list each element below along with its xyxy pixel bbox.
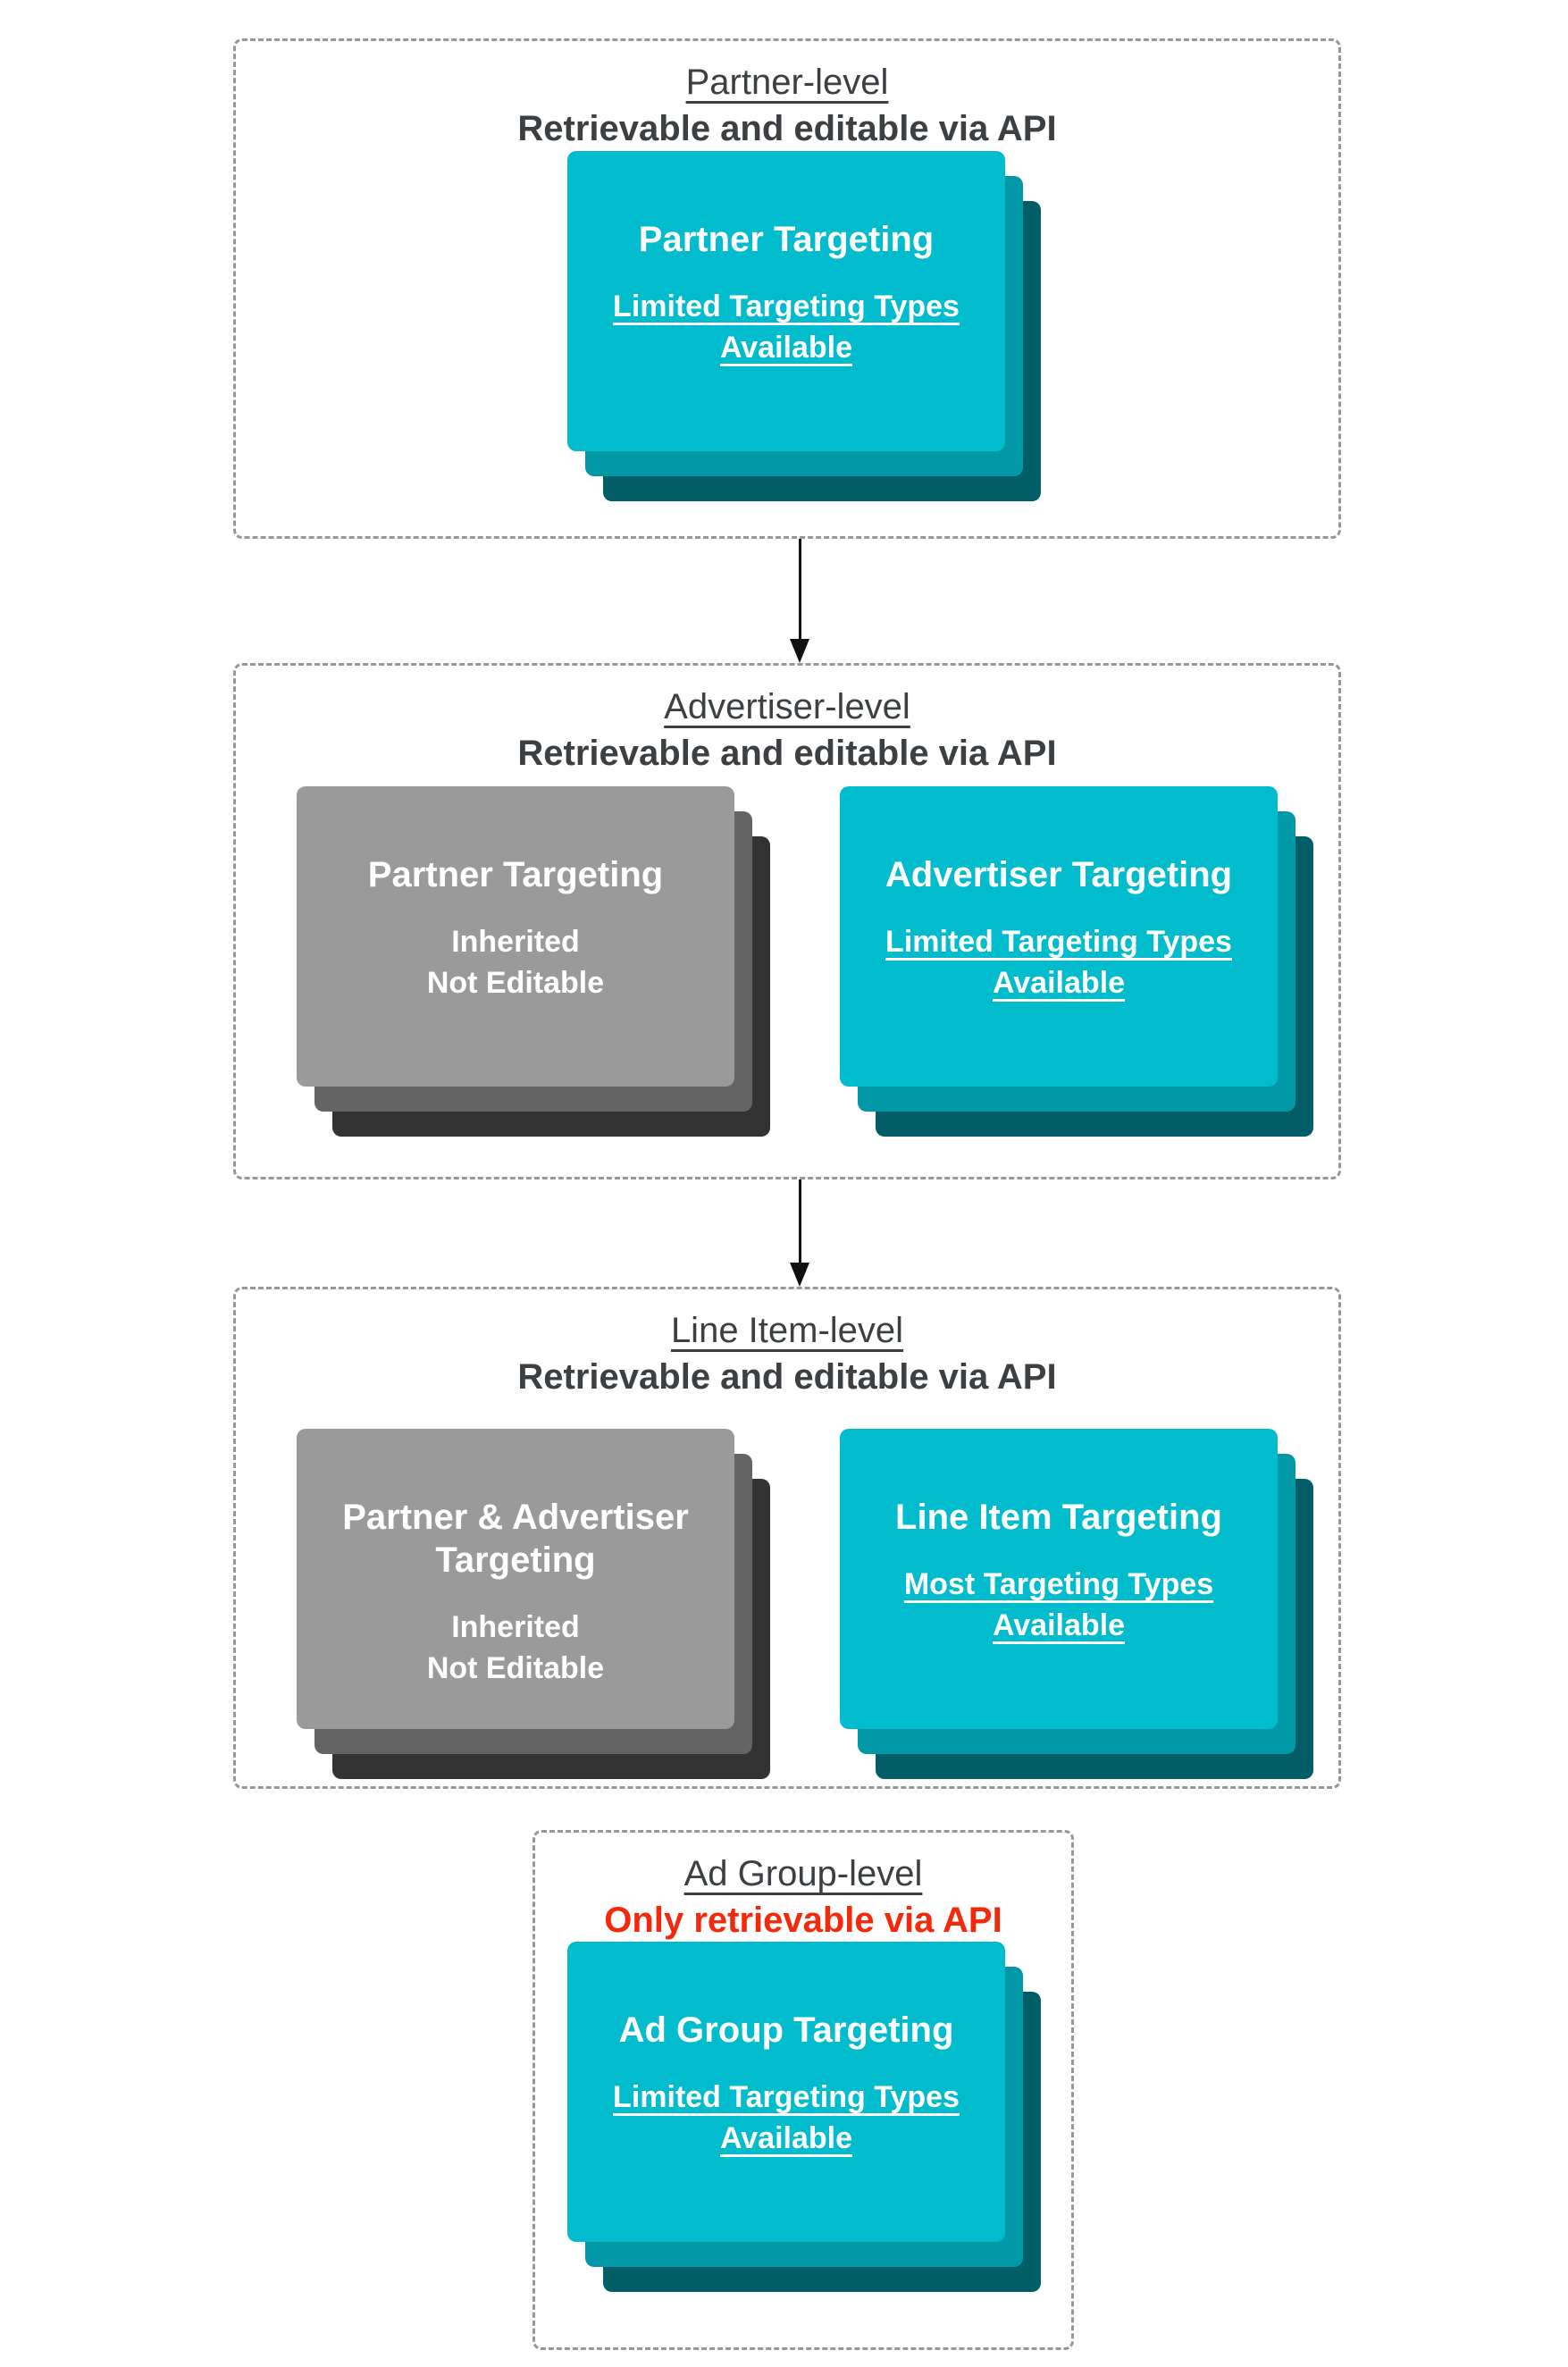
card-title-line: Advertiser Targeting <box>885 855 1233 894</box>
card-title: Partner Targeting <box>585 218 987 261</box>
card-title: Line Item Targeting <box>858 1496 1260 1539</box>
section-title-text: Ad Group-level <box>683 1854 923 1893</box>
card-title-line: Partner & Advertiser <box>342 1498 689 1537</box>
card-subtitle-line: Inherited <box>451 1610 580 1644</box>
card-title-line: Targeting <box>435 1540 596 1580</box>
card-title: Partner Targeting <box>314 853 717 896</box>
card-subtitle: Limited Targeting Types Available <box>858 921 1260 1003</box>
card-subtitle-line: Available <box>992 1608 1126 1642</box>
card-title: Advertiser Targeting <box>858 853 1260 896</box>
section-title: Line Item-level <box>236 1307 1338 1354</box>
arrow-shaft <box>798 539 801 639</box>
card-ad-group-targeting: Ad Group Targeting Limited Targeting Typ… <box>567 1942 1005 2242</box>
card-title-line: Partner Targeting <box>638 220 935 259</box>
card-stack-inherited-partner-targeting: Partner Targeting Inherited Not Editable <box>297 786 770 1137</box>
card-subtitle-line: Not Editable <box>426 966 605 1000</box>
card-subtitle: Inherited Not Editable <box>314 921 717 1003</box>
section-advertiser-level: Advertiser-level Retrievable and editabl… <box>233 663 1341 1179</box>
card-subtitle: Limited Targeting Types Available <box>585 286 987 368</box>
card-stack-inherited-partner-advertiser-targeting: Partner & Advertiser Targeting Inherited… <box>297 1429 770 1779</box>
card-title-line: Line Item Targeting <box>895 1498 1222 1537</box>
card-subtitle-line: Limited Targeting Types <box>885 925 1232 959</box>
card-partner-targeting-inherited: Partner Targeting Inherited Not Editable <box>297 786 734 1087</box>
card-stack-line-item-targeting: Line Item Targeting Most Targeting Types… <box>840 1429 1313 1779</box>
card-subtitle: Inherited Not Editable <box>314 1607 717 1689</box>
card-subtitle-line: Inherited <box>451 925 580 959</box>
card-subtitle-line: Not Editable <box>426 1651 605 1685</box>
card-advertiser-targeting: Advertiser Targeting Limited Targeting T… <box>840 786 1278 1087</box>
card-partner-targeting: Partner Targeting Limited Targeting Type… <box>567 151 1005 451</box>
section-title: Advertiser-level <box>236 684 1338 730</box>
section-title-text: Partner-level <box>685 63 889 102</box>
section-title-text: Line Item-level <box>670 1311 904 1350</box>
section-title: Partner-level <box>236 59 1338 105</box>
section-ad-group-level: Ad Group-level Only retrievable via API … <box>532 1830 1074 2350</box>
section-title: Ad Group-level <box>535 1851 1071 1897</box>
flow-down-arrow-icon <box>788 539 811 663</box>
card-subtitle: Most Targeting Types Available <box>858 1564 1260 1646</box>
card-line-item-targeting: Line Item Targeting Most Targeting Types… <box>840 1429 1278 1729</box>
card-subtitle-line: Available <box>992 966 1126 1000</box>
card-title-line: Partner Targeting <box>367 855 664 894</box>
section-subtitle: Only retrievable via API <box>604 1901 1002 1940</box>
card-subtitle-line: Limited Targeting Types <box>613 2080 960 2114</box>
card-title: Ad Group Targeting <box>585 2009 987 2052</box>
card-subtitle-line: Available <box>719 2121 853 2155</box>
card-stack-ad-group-targeting: Ad Group Targeting Limited Targeting Typ… <box>567 1942 1041 2292</box>
card-subtitle-line: Limited Targeting Types <box>613 290 960 323</box>
section-heading-block: Ad Group-level Only retrievable via API <box>535 1833 1071 1943</box>
section-heading-block: Partner-level Retrievable and editable v… <box>236 41 1338 152</box>
section-subtitle: Retrievable and editable via API <box>517 1357 1057 1397</box>
card-partner-advertiser-targeting-inherited: Partner & Advertiser Targeting Inherited… <box>297 1429 734 1729</box>
section-partner-level: Partner-level Retrievable and editable v… <box>233 38 1341 539</box>
section-subtitle: Retrievable and editable via API <box>517 734 1057 773</box>
section-subtitle: Retrievable and editable via API <box>517 109 1057 148</box>
arrow-head <box>790 1263 809 1287</box>
card-stack-partner-targeting: Partner Targeting Limited Targeting Type… <box>567 151 1041 501</box>
flow-down-arrow-icon <box>788 1179 811 1287</box>
card-subtitle-line: Most Targeting Types <box>903 1567 1214 1601</box>
section-heading-block: Line Item-level Retrievable and editable… <box>236 1289 1338 1400</box>
section-title-text: Advertiser-level <box>664 687 910 726</box>
section-line-item-level: Line Item-level Retrievable and editable… <box>233 1287 1341 1789</box>
arrow-shaft <box>798 1179 801 1263</box>
arrow-head <box>790 639 809 663</box>
card-subtitle-line: Available <box>719 331 853 365</box>
card-subtitle: Limited Targeting Types Available <box>585 2077 987 2159</box>
section-heading-block: Advertiser-level Retrievable and editabl… <box>236 666 1338 776</box>
card-title: Partner & Advertiser Targeting <box>314 1496 717 1582</box>
card-title-line: Ad Group Targeting <box>618 2010 954 2050</box>
card-stack-advertiser-targeting: Advertiser Targeting Limited Targeting T… <box>840 786 1313 1137</box>
